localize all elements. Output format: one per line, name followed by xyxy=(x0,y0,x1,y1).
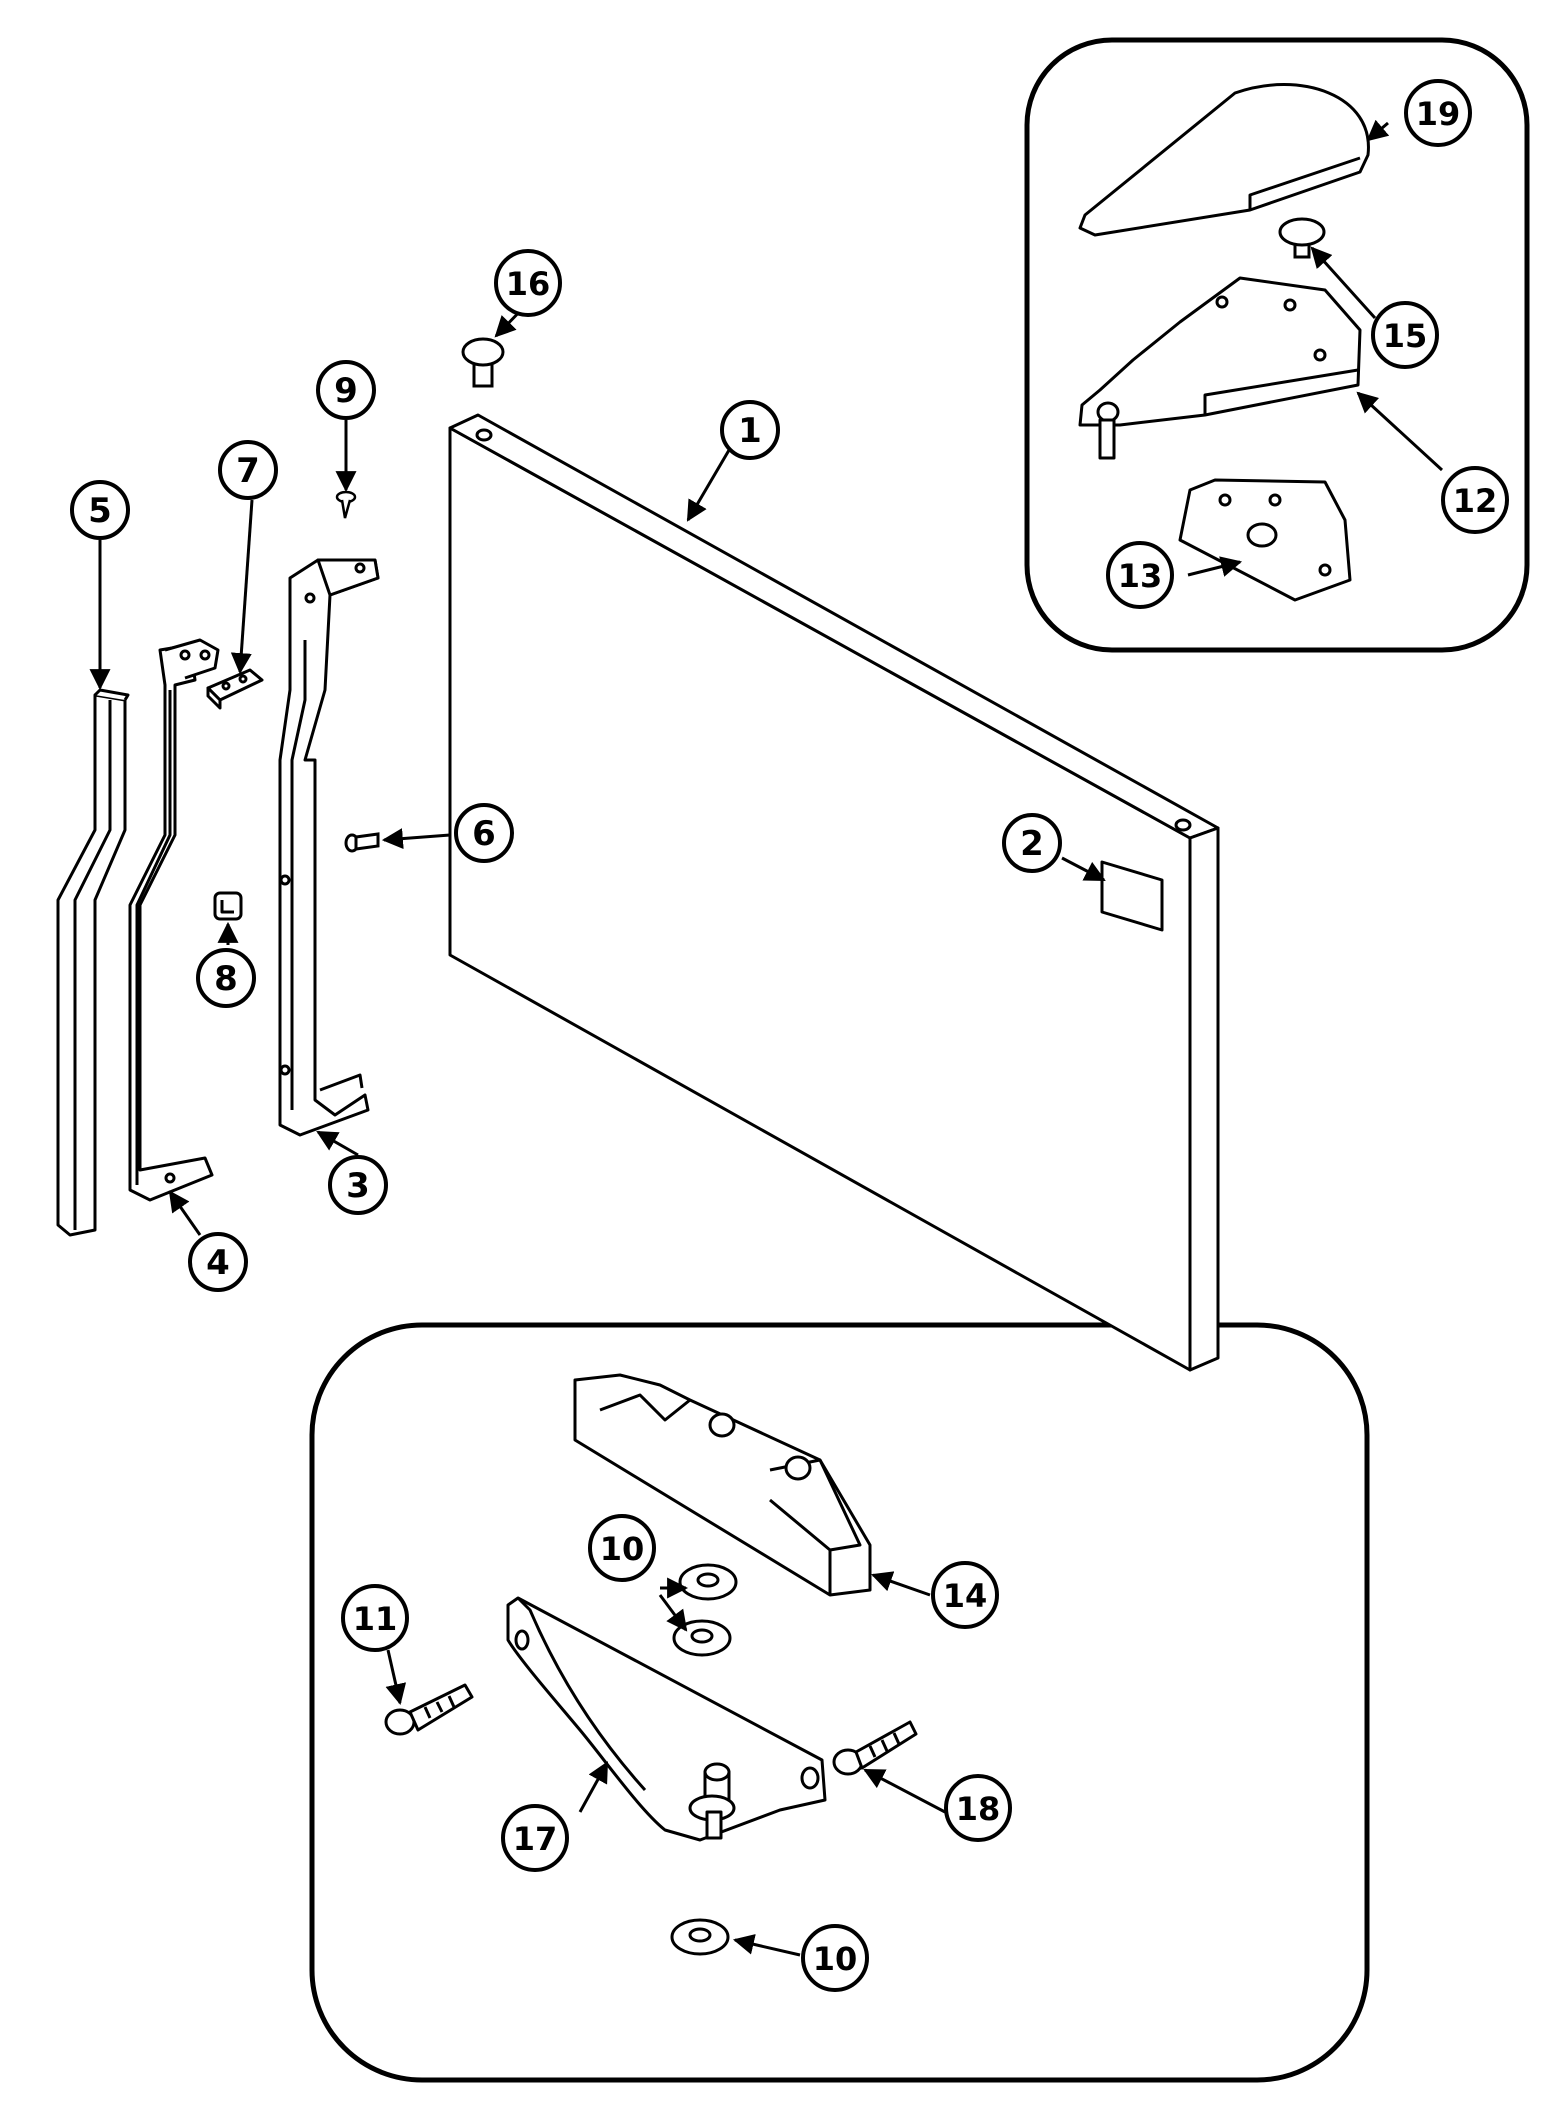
bottom-hinge-inset-panel xyxy=(309,1322,1370,2083)
hinge-cover-shape xyxy=(1078,83,1370,237)
callout-6-label: 6 xyxy=(472,814,496,854)
callout-14: 14 xyxy=(931,1561,999,1629)
hinge-shim-shape xyxy=(1178,478,1352,602)
small-screw-shape xyxy=(335,490,357,519)
callout-16-label: 16 xyxy=(506,265,551,303)
callout-13: 13 xyxy=(1106,541,1174,609)
callout-10-upper-label: 10 xyxy=(600,1530,645,1568)
handle-base-bracket-shape xyxy=(128,638,220,1202)
callout-10-upper: 10 xyxy=(588,1514,656,1582)
callout-18: 18 xyxy=(944,1774,1012,1842)
callout-5-label: 5 xyxy=(88,491,112,531)
callout-13-label: 13 xyxy=(1118,557,1163,595)
callout-12-label: 12 xyxy=(1453,482,1498,520)
hinge-screw-left-shape xyxy=(384,1683,474,1736)
callout-12: 12 xyxy=(1441,466,1509,534)
callout-8: 8 xyxy=(196,948,256,1008)
callout-9-label: 9 xyxy=(334,371,358,411)
callout-10-lower-label: 10 xyxy=(813,1940,858,1978)
hinge-screw-right-shape xyxy=(832,1720,918,1776)
callout-14-label: 14 xyxy=(943,1577,988,1615)
washers-shape xyxy=(670,1563,738,1956)
callout-18-label: 18 xyxy=(956,1790,1001,1828)
top-hinge-inset-panel xyxy=(1024,37,1530,653)
callout-3: 3 xyxy=(328,1155,388,1215)
bottom-hinge-block-shape xyxy=(573,1373,872,1597)
handle-mount-bracket-shape xyxy=(278,558,380,1137)
callout-15: 15 xyxy=(1371,301,1439,369)
callout-17-label: 17 xyxy=(513,1820,558,1858)
callout-4: 4 xyxy=(188,1232,248,1292)
callout-2: 2 xyxy=(1002,813,1062,873)
callout-8-label: 8 xyxy=(214,959,238,999)
top-clip-shape xyxy=(206,668,264,710)
callout-10-lower: 10 xyxy=(801,1924,869,1992)
callout-17: 17 xyxy=(501,1804,569,1872)
callout-19: 19 xyxy=(1404,79,1472,147)
callout-19-label: 19 xyxy=(1416,95,1461,133)
bottom-hinge-shape xyxy=(506,1596,827,1842)
callout-9: 9 xyxy=(316,360,376,420)
callout-7: 7 xyxy=(218,440,278,500)
callout-15-label: 15 xyxy=(1383,317,1428,355)
hinge-pin-cap-shape xyxy=(1278,217,1326,259)
bracket-screw-shape xyxy=(344,832,380,853)
door-stop-plug-shape xyxy=(461,337,505,388)
callout-2-label: 2 xyxy=(1020,824,1044,864)
leader-lines xyxy=(89,119,1444,1957)
callout-5: 5 xyxy=(70,480,130,540)
callout-16: 16 xyxy=(494,249,562,317)
plug-shape xyxy=(213,891,243,921)
callout-4-label: 4 xyxy=(206,1243,230,1283)
callout-11: 11 xyxy=(341,1584,409,1652)
nameplate-shape xyxy=(1100,860,1164,932)
callout-3-label: 3 xyxy=(346,1166,370,1206)
handle-trim-shape xyxy=(56,688,130,1237)
callout-6: 6 xyxy=(454,803,514,863)
callout-7-label: 7 xyxy=(236,451,260,491)
top-hinge-shape xyxy=(1078,276,1362,460)
door-panel xyxy=(448,413,1220,1372)
callout-1: 1 xyxy=(720,400,780,460)
callout-1-label: 1 xyxy=(738,411,762,451)
callout-11-label: 11 xyxy=(353,1600,398,1638)
